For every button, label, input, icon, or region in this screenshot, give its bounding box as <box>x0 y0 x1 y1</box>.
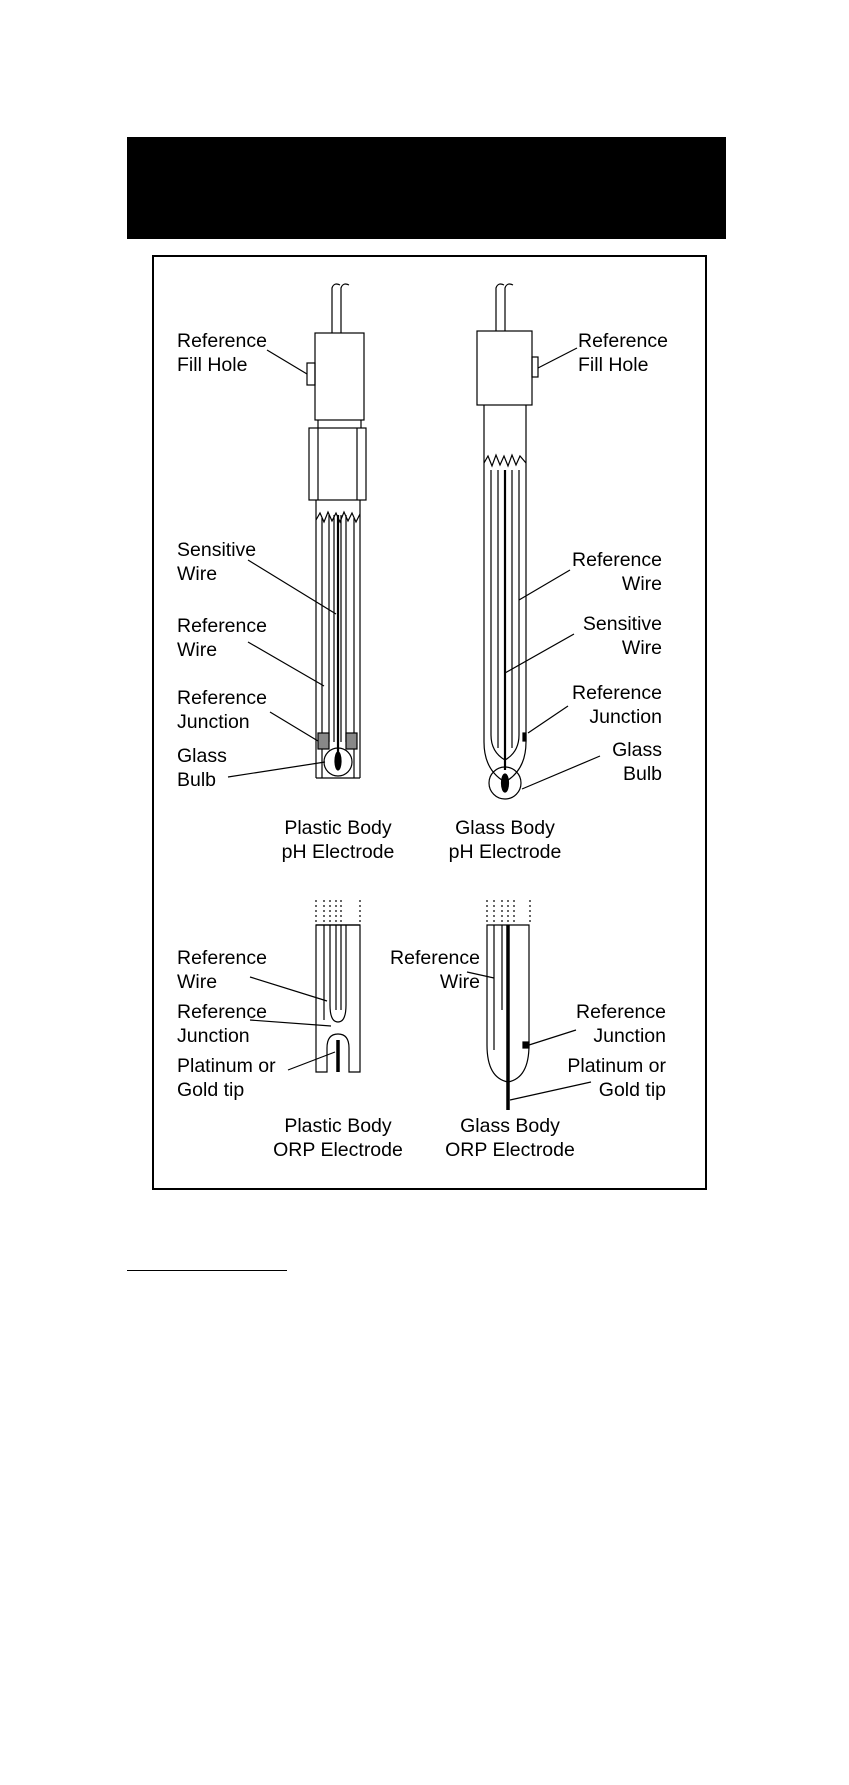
plastic-ph-junction-left <box>317 732 330 750</box>
label-glass-ph-reference-junction: Reference Junction <box>572 682 662 728</box>
plastic-orp-electrode <box>249 900 361 1073</box>
label-plastic-orp-reference-wire: Reference Wire <box>177 947 267 993</box>
plastic-ph-cable-2 <box>340 283 350 333</box>
label-plastic-ph-reference-junction: Reference Junction <box>177 687 267 733</box>
caption-plastic-ph: Plastic Body pH Electrode <box>281 817 395 863</box>
header-banner <box>127 137 726 239</box>
plastic-ph-cap <box>314 332 365 421</box>
label-plastic-ph-fill-hole: Reference Fill Hole <box>177 330 267 376</box>
glass-ph-fill-hole <box>531 356 539 378</box>
label-glass-ph-fill-hole: Reference Fill Hole <box>578 330 668 376</box>
glass-ph-junction <box>522 732 527 742</box>
glass-orp-electrode <box>466 900 592 1110</box>
plastic-orp-body <box>315 924 361 1073</box>
glass-ph-cap <box>476 330 533 406</box>
label-plastic-ph-sensitive-wire: Sensitive Wire <box>177 539 257 585</box>
plastic-ph-electrode <box>227 283 367 779</box>
label-glass-orp-reference-junction: Reference Junction <box>576 1001 666 1047</box>
diagram-frame <box>152 255 707 1190</box>
glass-ph-bulb <box>488 766 522 800</box>
plastic-ph-junction-right <box>345 732 358 750</box>
plastic-ph-fill-hole <box>306 362 316 386</box>
plastic-ph-sleeve <box>308 427 367 501</box>
plastic-ph-cable <box>331 283 341 333</box>
caption-glass-orp: Glass Body ORP Electrode <box>445 1115 575 1161</box>
caption-glass-ph: Glass Body pH Electrode <box>448 817 562 863</box>
caption-plastic-orp: Plastic Body ORP Electrode <box>273 1115 403 1161</box>
label-glass-ph-glass-bulb: Glass Bulb <box>612 739 662 785</box>
label-glass-ph-reference-wire: Reference Wire <box>572 549 662 595</box>
label-plastic-ph-reference-wire: Reference Wire <box>177 615 267 661</box>
footnote-divider <box>127 1270 287 1271</box>
label-plastic-ph-glass-bulb: Glass Bulb <box>177 745 227 791</box>
label-glass-orp-reference-wire: Reference Wire <box>390 947 480 993</box>
label-glass-ph-sensitive-wire: Sensitive Wire <box>582 613 662 659</box>
label-plastic-orp-tip: Platinum or Gold tip <box>177 1055 276 1101</box>
label-glass-orp-tip: Platinum or Gold tip <box>567 1055 666 1101</box>
label-plastic-orp-reference-junction: Reference Junction <box>177 1001 267 1047</box>
glass-ph-electrode <box>476 283 601 800</box>
